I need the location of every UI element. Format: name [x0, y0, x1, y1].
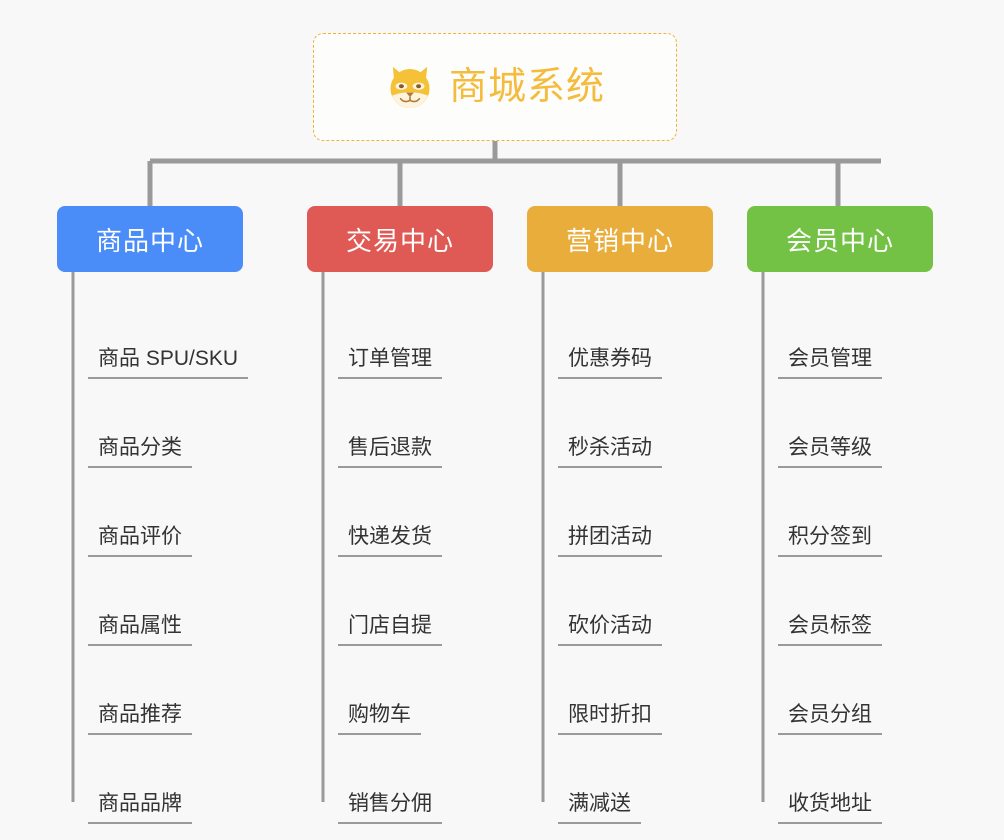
- leaf-item[interactable]: 门店自提: [307, 557, 527, 646]
- leaf-label: 商品分类: [88, 435, 192, 468]
- leaf-list: 订单管理 售后退款 快递发货 门店自提 购物车 销售分佣: [307, 272, 527, 824]
- category-box-marketing-center[interactable]: 营销中心: [527, 206, 713, 272]
- leaf-item[interactable]: 快递发货: [307, 468, 527, 557]
- branch-column: 营销中心 优惠券码 秒杀活动 拼团活动 砍价活动 限时折扣 满减送: [527, 206, 747, 824]
- leaf-label: 会员等级: [778, 435, 882, 468]
- leaf-item[interactable]: 商品推荐: [57, 646, 307, 735]
- leaf-item[interactable]: 售后退款: [307, 379, 527, 468]
- leaf-label: 购物车: [338, 702, 421, 735]
- leaf-item[interactable]: 订单管理: [307, 290, 527, 379]
- leaf-item[interactable]: 限时折扣: [527, 646, 747, 735]
- category-title: 交易中心: [345, 225, 454, 256]
- category-box-trade-center[interactable]: 交易中心: [307, 206, 493, 272]
- leaf-item[interactable]: 会员分组: [747, 646, 967, 735]
- leaf-label: 秒杀活动: [558, 435, 662, 468]
- leaf-label: 拼团活动: [558, 524, 662, 557]
- leaf-item[interactable]: 砍价活动: [527, 557, 747, 646]
- leaf-label: 积分签到: [778, 524, 882, 557]
- leaf-label: 售后退款: [338, 435, 442, 468]
- leaf-label: 收货地址: [778, 791, 882, 824]
- leaf-label: 会员标签: [778, 613, 882, 646]
- leaf-item[interactable]: 收货地址: [747, 735, 967, 824]
- leaf-label: 商品推荐: [88, 702, 192, 735]
- category-title: 营销中心: [565, 225, 674, 256]
- leaf-item[interactable]: 秒杀活动: [527, 379, 747, 468]
- category-box-member-center[interactable]: 会员中心: [747, 206, 933, 272]
- leaf-label: 优惠券码: [558, 346, 662, 379]
- root-node[interactable]: 商城系统: [313, 33, 677, 141]
- leaf-item[interactable]: 积分签到: [747, 468, 967, 557]
- leaf-label: 门店自提: [338, 613, 442, 646]
- leaf-label: 满减送: [558, 791, 641, 824]
- branch-column: 商品中心 商品 SPU/SKU 商品分类 商品评价 商品属性 商品推荐 商品品牌: [57, 206, 307, 824]
- leaf-item[interactable]: 满减送: [527, 735, 747, 824]
- branch-column: 交易中心 订单管理 售后退款 快递发货 门店自提 购物车 销售分佣: [307, 206, 527, 824]
- leaf-label: 限时折扣: [558, 702, 662, 735]
- leaf-label: 商品 SPU/SKU: [88, 346, 249, 379]
- leaf-label: 订单管理: [338, 346, 442, 379]
- category-title: 商品中心: [95, 225, 204, 256]
- leaf-item[interactable]: 会员等级: [747, 379, 967, 468]
- leaf-item[interactable]: 商品 SPU/SKU: [57, 290, 307, 379]
- leaf-label: 商品属性: [88, 613, 192, 646]
- category-box-product-center[interactable]: 商品中心: [57, 206, 243, 272]
- leaf-item[interactable]: 会员管理: [747, 290, 967, 379]
- leaf-label: 商品评价: [88, 524, 192, 557]
- root-title: 商城系统: [448, 66, 605, 108]
- leaf-item[interactable]: 购物车: [307, 646, 527, 735]
- leaf-list: 商品 SPU/SKU 商品分类 商品评价 商品属性 商品推荐 商品品牌: [57, 272, 307, 824]
- dog-face-icon: [390, 66, 430, 109]
- leaf-item[interactable]: 销售分佣: [307, 735, 527, 824]
- leaf-label: 会员管理: [778, 346, 882, 379]
- leaf-item[interactable]: 优惠券码: [527, 290, 747, 379]
- leaf-list: 优惠券码 秒杀活动 拼团活动 砍价活动 限时折扣 满减送: [527, 272, 747, 824]
- leaf-item[interactable]: 会员标签: [747, 557, 967, 646]
- branch-column: 会员中心 会员管理 会员等级 积分签到 会员标签 会员分组 收货地址: [747, 206, 967, 824]
- leaf-item[interactable]: 商品品牌: [57, 735, 307, 824]
- leaf-label: 快递发货: [338, 524, 442, 557]
- leaf-item[interactable]: 拼团活动: [527, 468, 747, 557]
- leaf-list: 会员管理 会员等级 积分签到 会员标签 会员分组 收货地址: [747, 272, 967, 824]
- leaf-item[interactable]: 商品评价: [57, 468, 307, 557]
- leaf-label: 销售分佣: [338, 791, 442, 824]
- leaf-label: 会员分组: [778, 702, 882, 735]
- leaf-item[interactable]: 商品属性: [57, 557, 307, 646]
- leaf-item[interactable]: 商品分类: [57, 379, 307, 468]
- leaf-label: 砍价活动: [558, 613, 662, 646]
- leaf-label: 商品品牌: [88, 791, 192, 824]
- category-title: 会员中心: [785, 225, 894, 256]
